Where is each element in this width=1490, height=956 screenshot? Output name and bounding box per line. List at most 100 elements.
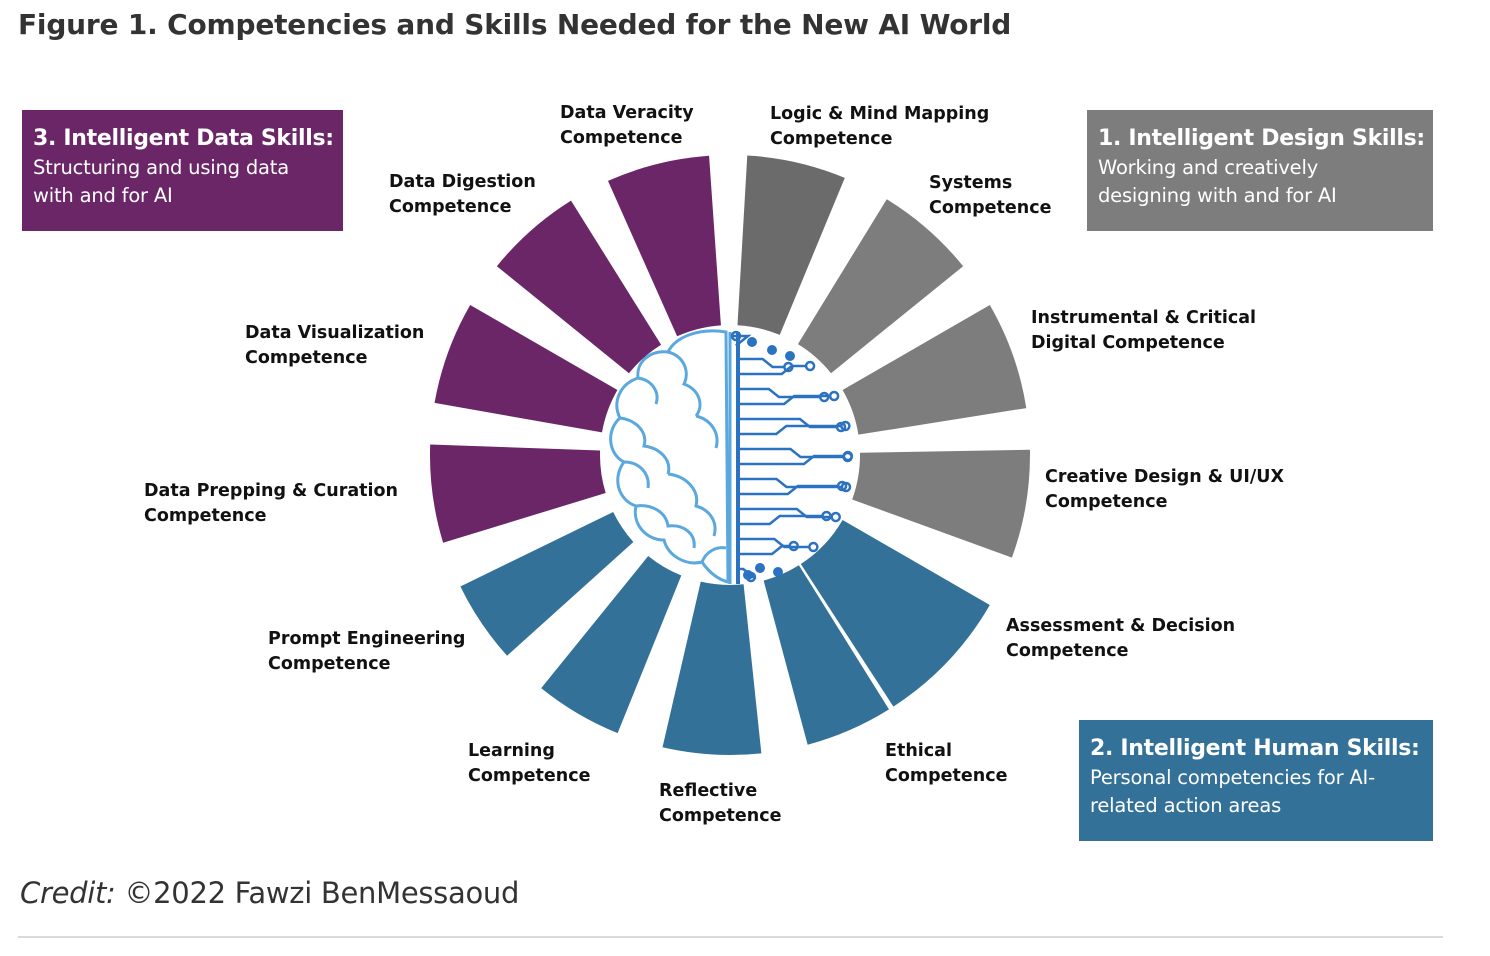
brain-fold — [619, 416, 671, 475]
circuit-trace — [740, 514, 823, 526]
data-skills-desc-line1: Structuring and using data — [33, 156, 289, 179]
wheel-sector — [800, 520, 990, 707]
label-line: Data Veracity — [560, 103, 694, 123]
circuit-dot — [773, 567, 783, 577]
wheel-sector — [430, 444, 606, 543]
circuit-trace — [740, 357, 785, 369]
brain-fold — [667, 350, 702, 417]
circuit-trace — [740, 484, 839, 496]
wheel-sector — [737, 155, 845, 335]
label-line: Competence — [1006, 641, 1129, 661]
circuit-node — [836, 480, 848, 492]
circuit-dot — [767, 345, 777, 355]
circuit-dot — [743, 570, 753, 580]
label-line: Learning — [468, 741, 555, 761]
circuit-node — [730, 330, 742, 342]
credit-text: ©2022 Fawzi BenMessaoud — [124, 876, 520, 910]
label-line: Competence — [144, 506, 267, 526]
brain-fold — [623, 460, 650, 489]
credit-line: Credit: ©2022 Fawzi BenMessaoud — [20, 876, 519, 910]
design-skills-desc-line1: Working and creatively — [1098, 156, 1319, 179]
label-line: Competence — [885, 766, 1008, 786]
label-line: Systems — [929, 173, 1013, 193]
circuit-trace — [740, 424, 842, 436]
brain-fold — [700, 546, 727, 563]
human-skills-desc-line1: Personal competencies for AI- — [1090, 766, 1375, 789]
label-line: Reflective — [659, 781, 758, 801]
circuit-trace — [740, 454, 844, 466]
label-line: Logic & Mind Mapping — [770, 104, 990, 124]
circuit-node — [788, 540, 799, 552]
label-line: Instrumental & Critical — [1031, 308, 1257, 328]
label-line: Competence — [389, 197, 512, 217]
brain-fold — [667, 472, 717, 537]
label-line: Competence — [468, 766, 591, 786]
human-skills-box: 2. Intelligent Human Skills: Personal co… — [1079, 720, 1433, 841]
wheel-sector — [842, 305, 1027, 435]
circuit-trace — [740, 394, 831, 406]
human-skills-title: 2. Intelligent Human Skills: — [1090, 736, 1420, 761]
circuit-node — [804, 360, 816, 372]
design-skills-title: 1. Intelligent Design Skills: — [1098, 126, 1425, 151]
label-line: Competence — [659, 806, 782, 826]
circuit-dot — [785, 351, 795, 361]
wheel-sector — [496, 200, 662, 374]
circuit-node — [828, 390, 840, 402]
figure-title: Figure 1. Competencies and Skills Needed… — [18, 8, 1012, 41]
wheel-sector — [763, 565, 889, 745]
label-line: Ethical — [885, 741, 952, 761]
label-line: Assessment & Decision — [1006, 616, 1236, 636]
data-skills-box: 3. Intelligent Data Skills: Structuring … — [22, 110, 343, 231]
label-line: Competence — [1045, 492, 1168, 512]
sector-group — [430, 155, 1030, 755]
brain-fold — [635, 504, 696, 549]
design-skills-box: 1. Intelligent Design Skills: Working an… — [1087, 110, 1433, 231]
brain-circuit-icon — [609, 329, 854, 584]
data-skills-title: 3. Intelligent Data Skills: — [33, 126, 334, 151]
circuit-node — [842, 450, 854, 462]
circuit-node — [821, 510, 832, 522]
circuit-trace — [740, 364, 807, 376]
wheel-sector — [662, 581, 762, 755]
label-line: Creative Design & UI/UX — [1045, 467, 1284, 487]
wheel-sector — [797, 199, 964, 374]
data-skills-desc-line2: with and for AI — [33, 184, 173, 207]
wheel-sector — [434, 305, 618, 433]
brain-fold — [695, 414, 719, 449]
human-skills-desc-line2: related action areas — [1090, 794, 1282, 817]
circuit-node — [840, 420, 851, 432]
wheel-sector — [852, 449, 1030, 558]
label-line: Competence — [560, 128, 683, 148]
circuit-dot — [747, 337, 757, 347]
label-line: Prompt Engineering — [268, 629, 466, 649]
credit-label: Credit: — [20, 876, 116, 910]
wheel-sector — [460, 511, 634, 656]
brain-fold — [637, 376, 659, 405]
circuit-node — [830, 511, 841, 523]
label-line: Competence — [770, 129, 893, 149]
label-line: Competence — [268, 654, 391, 674]
bottom-divider — [18, 936, 1443, 938]
label-line: Competence — [245, 348, 368, 368]
circuit-node — [808, 541, 819, 553]
label-creative-design-uiux: Creative Design & UI/UX Competence — [1045, 465, 1284, 515]
label-line: Digital Competence — [1031, 333, 1225, 353]
wheel-sector — [541, 556, 682, 734]
label-line: Competence — [929, 198, 1052, 218]
label-line: Data Prepping & Curation — [144, 481, 398, 501]
circuit-trace — [740, 544, 790, 556]
circuit-dot — [755, 563, 765, 573]
label-line: Data Visualization — [245, 323, 425, 343]
